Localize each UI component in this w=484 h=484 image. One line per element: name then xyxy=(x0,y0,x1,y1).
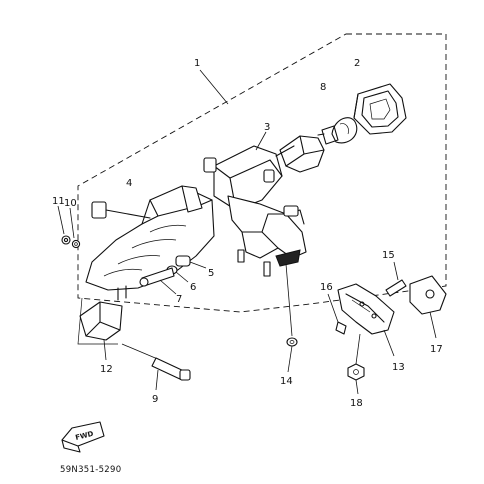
part-reflector xyxy=(409,275,447,339)
part-label-9: 9 xyxy=(152,394,158,405)
diagram-code: 59N351-5290 xyxy=(60,465,121,475)
part-label-16: 16 xyxy=(320,282,333,293)
part-label-3: 3 xyxy=(264,122,270,133)
part-mounting-bracket xyxy=(227,195,307,277)
part-lower-bracket xyxy=(77,297,123,361)
part-small-bolt xyxy=(327,293,347,335)
part-plate-bracket xyxy=(337,283,395,357)
part-label-6: 6 xyxy=(190,282,196,293)
part-label-1: 1 xyxy=(194,58,200,69)
part-label-7: 7 xyxy=(176,294,182,305)
part-nut-lower xyxy=(347,333,365,395)
part-bulb xyxy=(317,117,358,145)
part-label-5: 5 xyxy=(208,268,214,279)
part-label-17: 17 xyxy=(430,344,443,355)
fwd-arrow-icon: FWD xyxy=(61,421,105,453)
part-label-10: 10 xyxy=(64,198,77,209)
part-long-bolt xyxy=(121,343,191,391)
part-grommet xyxy=(285,263,298,373)
part-label-4: 4 xyxy=(126,178,132,189)
part-nut-washer-left xyxy=(57,205,81,249)
part-label-8: 8 xyxy=(320,82,326,93)
assembly-boundary xyxy=(77,33,447,313)
part-label-18: 18 xyxy=(350,398,363,409)
part-collar-bolt xyxy=(139,255,207,295)
part-label-12: 12 xyxy=(100,364,113,375)
part-number-labels: 1 2 3 4 5 6 7 8 9 10 11 12 13 14 15 16 1… xyxy=(52,58,443,409)
part-assembly-leader xyxy=(199,69,229,105)
part-lens-cover xyxy=(353,83,407,135)
part-label-11: 11 xyxy=(52,196,65,207)
part-label-13: 13 xyxy=(392,362,405,373)
part-label-2: 2 xyxy=(354,58,360,69)
part-label-14: 14 xyxy=(280,376,293,387)
part-screw xyxy=(385,261,407,297)
part-socket-housing xyxy=(203,131,325,211)
part-label-15: 15 xyxy=(382,250,395,261)
